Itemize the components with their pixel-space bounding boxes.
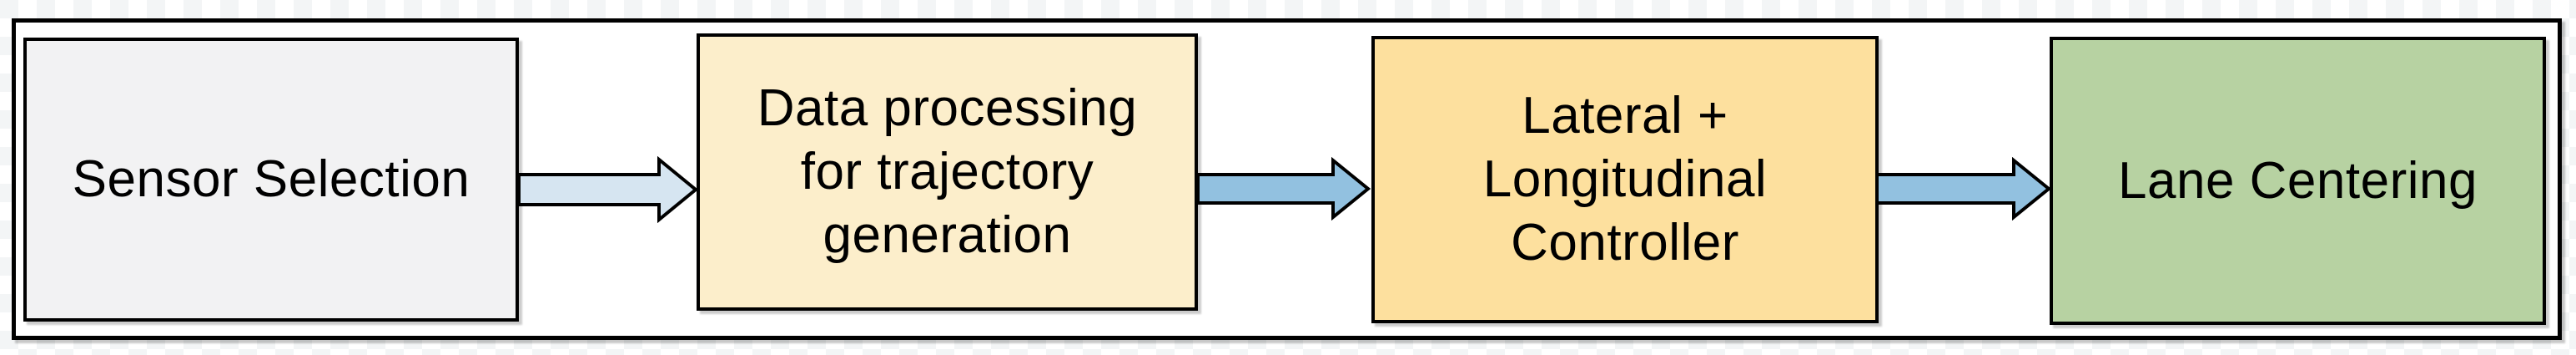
node-sensor-selection: Sensor Selection [23, 38, 519, 322]
flow-arrow-3-shape [1875, 157, 2052, 221]
node-data-processing: Data processing for trajectory generatio… [697, 33, 1198, 311]
flow-arrow-2-shape [1196, 157, 1371, 221]
flow-arrow-3 [1875, 157, 2052, 221]
node-sensor-selection-label: Sensor Selection [72, 150, 470, 208]
node-data-processing-label: Data processing for trajectory generatio… [757, 79, 1138, 264]
node-lane-centering: Lane Centering [2050, 37, 2546, 325]
node-lateral-longitudinal-controller-label: Lateral + Longitudinal Controller [1482, 87, 1768, 271]
flow-arrow-1 [517, 156, 699, 223]
flow-arrow-2 [1196, 157, 1371, 221]
flow-arrow-1-shape [517, 156, 699, 223]
node-lateral-longitudinal-controller: Lateral + Longitudinal Controller [1371, 36, 1879, 323]
node-lane-centering-label: Lane Centering [2118, 151, 2478, 210]
